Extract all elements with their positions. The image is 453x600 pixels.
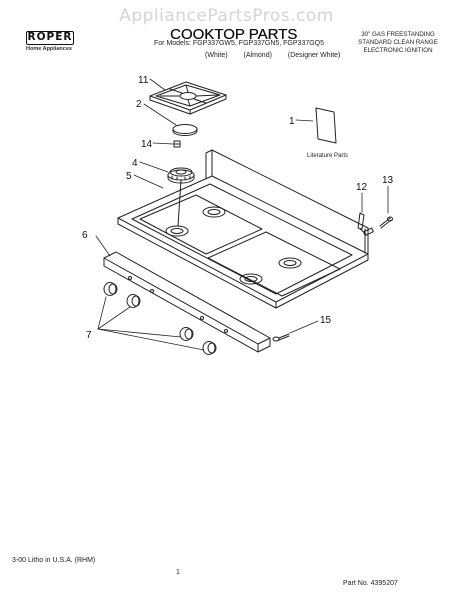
logo-brand: ROPER	[27, 31, 73, 43]
igniter	[357, 212, 374, 237]
page-title: COOKTOP PARTS	[170, 26, 298, 43]
callout-6: 6	[82, 230, 88, 241]
leader-lines	[95, 78, 389, 351]
callout-2: 2	[136, 99, 142, 110]
callout-13: 13	[382, 175, 394, 186]
knob	[126, 294, 141, 308]
callout-12: 12	[356, 182, 368, 193]
control-knobs	[103, 282, 217, 355]
part-number: Part No. 4395207	[343, 580, 398, 587]
variant-white: (White)	[205, 52, 228, 59]
knob	[103, 282, 118, 296]
watermark: AppliancePartsPros.com	[119, 6, 334, 26]
igniter-screw	[379, 216, 393, 229]
orifice	[173, 140, 181, 148]
print-info: 3-00 Litho in U.S.A. (RHM)	[12, 557, 96, 564]
literature-parts	[315, 107, 337, 144]
variant-designer-white: (Designer White)	[287, 52, 341, 59]
model-variants: (White) (Almond) (Designer White)	[205, 52, 354, 59]
literature-label: Literature Parts	[307, 153, 348, 159]
logo-subtitle: Home Appliances	[26, 46, 72, 52]
variant-almond: (Almond)	[243, 52, 272, 59]
callout-7: 7	[86, 330, 92, 341]
desc-line-3: ELECTRONIC IGNITION	[363, 47, 433, 54]
range-description: 30" GAS FREESTANDING STANDARD CLEAN RANG…	[343, 31, 453, 55]
callout-14: 14	[141, 139, 153, 150]
desc-line-1: 30" GAS FREESTANDING	[361, 31, 435, 38]
knob	[202, 341, 217, 355]
roper-logo: ROPER	[26, 31, 74, 45]
burner-cap	[172, 124, 198, 136]
callout-15: 15	[320, 315, 332, 326]
desc-line-2: STANDARD CLEAN RANGE	[358, 39, 438, 46]
page-number: 1	[176, 569, 180, 576]
callout-11: 11	[138, 75, 149, 86]
control-panel	[103, 251, 271, 353]
cooktop-top	[117, 149, 369, 309]
models-line: For Models: FGP337GW5, FGP337GN5, FGP337…	[154, 40, 325, 47]
burner-grate	[149, 81, 227, 115]
callout-1: 1	[289, 116, 295, 127]
callout-4: 4	[132, 158, 138, 169]
screw	[272, 333, 290, 342]
knob	[179, 327, 194, 341]
callout-5: 5	[126, 171, 132, 182]
